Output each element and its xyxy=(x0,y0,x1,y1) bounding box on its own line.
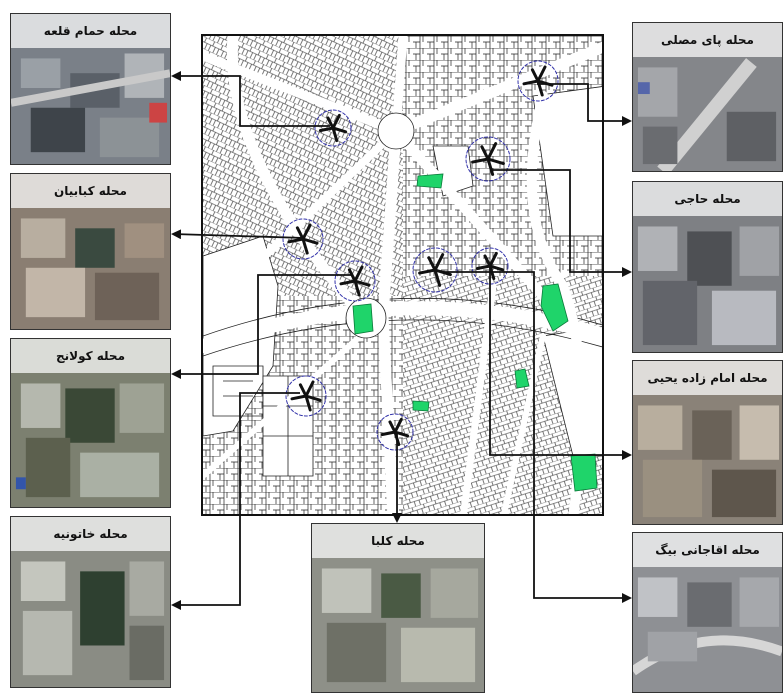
urban-fabric-map xyxy=(201,34,604,516)
panel-khatunieh: محله خاتونیه xyxy=(10,516,171,688)
arrow-hammam-qaleh xyxy=(171,71,330,127)
neighborhood-circle xyxy=(517,60,559,102)
neighborhood-label: محله امام زاده یحیی xyxy=(633,361,782,395)
neighborhood-center-mark xyxy=(418,253,452,287)
neighborhood-circle xyxy=(282,218,324,260)
neighborhood-center-mark xyxy=(287,223,319,255)
arrow-pay-mosalla xyxy=(537,83,632,126)
neighborhood-label: محله حاجی xyxy=(633,182,782,216)
panel-kalba: محله کلبا xyxy=(311,523,485,693)
panel-haji: محله حاجی xyxy=(632,181,783,353)
arrow-imamzadeh-yahya xyxy=(489,268,632,460)
neighborhood-center-mark xyxy=(290,380,322,412)
neighborhood-center-mark xyxy=(318,113,348,143)
neighborhood-label: محله کلبا xyxy=(312,524,484,558)
neighborhood-label: محله کولانج xyxy=(11,339,170,373)
arrow-haji xyxy=(490,169,632,277)
neighborhood-label: محله خاتونیه xyxy=(11,517,170,551)
neighborhood-label: محله اقاجانی بیگ xyxy=(633,533,782,567)
panel-hammam-qaleh: محله حمام قلعه xyxy=(10,13,171,165)
map-drawing xyxy=(203,36,602,514)
neighborhood-circle xyxy=(314,109,352,147)
neighborhood-circle xyxy=(376,413,414,451)
neighborhood-center-mark xyxy=(522,65,554,97)
arrow-khatunieh xyxy=(171,392,300,610)
neighborhood-label: محله حمام قلعه xyxy=(11,14,170,48)
panel-aghajani-beyk: محله اقاجانی بیگ xyxy=(632,532,783,693)
neighborhood-label: محله پای مصلی xyxy=(633,23,782,57)
neighborhood-center-mark xyxy=(471,142,505,176)
arrow-kababian xyxy=(171,229,306,240)
panel-pay-mosalla: محله پای مصلی xyxy=(632,22,783,172)
panel-imamzadeh-yahya: محله امام زاده یحیی xyxy=(632,360,783,525)
neighborhood-circle xyxy=(412,247,458,293)
neighborhood-circle xyxy=(334,260,376,302)
panel-kulanj: محله کولانج xyxy=(10,338,171,508)
neighborhood-center-mark xyxy=(339,265,371,297)
arrow-aghajani-beyk xyxy=(440,271,632,603)
neighborhood-label: محله کبابیان xyxy=(11,174,170,208)
neighborhood-circle xyxy=(465,136,511,182)
neighborhood-circle xyxy=(285,375,327,417)
panel-kababian: محله کبابیان xyxy=(10,173,171,330)
arrow-kulanj xyxy=(171,274,353,379)
